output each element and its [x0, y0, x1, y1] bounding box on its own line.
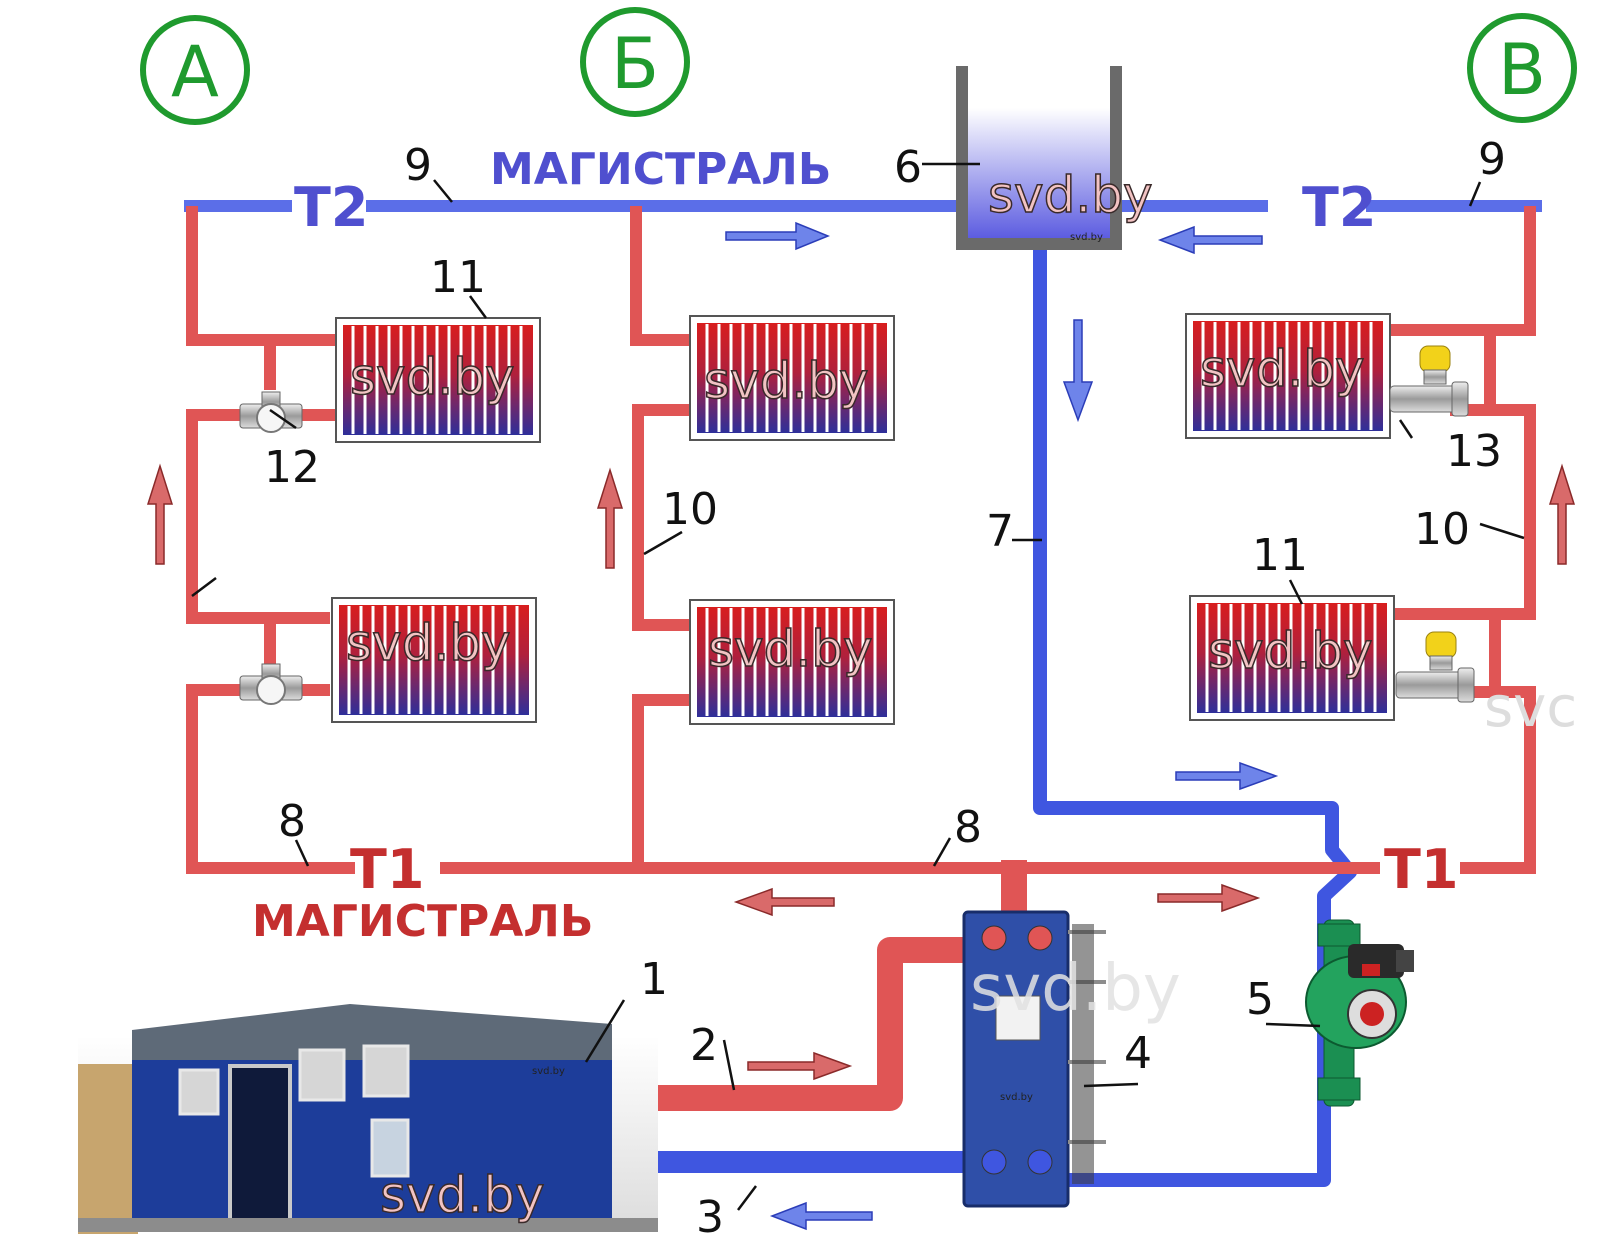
building-watermark: svd.by: [380, 1166, 545, 1224]
thermostatic-valve-icon: [1389, 345, 1469, 417]
branch-v-bottom: [1460, 686, 1536, 874]
return-main-label: МАГИСТРАЛЬ: [490, 144, 831, 195]
branch-b-bottom: [632, 694, 690, 868]
zone-label-v: В: [1498, 29, 1546, 111]
zone-marker-a: А: [140, 15, 250, 125]
callout-9-right: 9: [1478, 134, 1506, 185]
zone-label-b: Б: [611, 23, 659, 105]
callout-11-top: 11: [430, 252, 486, 303]
radiator: svd.by: [335, 317, 541, 443]
building-watermark-small: svd.by: [532, 1066, 565, 1077]
heating-substation-building: svd.by svd.by: [78, 1004, 658, 1234]
arrow-right-icon: [725, 221, 830, 251]
callout-8-center: 8: [954, 802, 982, 853]
callout-7: 7: [986, 506, 1014, 557]
arrow-right-icon: [1175, 761, 1279, 791]
zone-marker-v: В: [1467, 13, 1577, 123]
plate-heat-exchanger-icon: svd.by: [962, 910, 1106, 1208]
radiator: svd.by: [331, 597, 537, 723]
arrow-right-icon: [747, 1051, 853, 1081]
branch-b-top: [630, 206, 690, 346]
callout-8-left: 8: [278, 796, 306, 847]
radiator: svd.by: [689, 315, 895, 441]
callout-2: 2: [690, 1020, 718, 1071]
callout-5: 5: [1246, 974, 1274, 1025]
arrow-up-icon: [1548, 463, 1576, 565]
callout-13: 13: [1446, 426, 1502, 477]
radiator-watermark: svd.by: [1208, 622, 1373, 680]
radiator: svd.by: [689, 599, 895, 725]
exchanger-watermark-small: svd.by: [1000, 1092, 1033, 1103]
radiator-watermark: svd.by: [346, 614, 511, 672]
branch-v-mid: [1392, 404, 1536, 620]
exchanger-watermark-faded: svd.by: [970, 952, 1181, 1026]
callout-10-right: 10: [1414, 504, 1470, 555]
arrow-left-icon: [733, 887, 835, 917]
t1-label-right: T1: [1384, 838, 1458, 901]
branch-v-top: [1390, 206, 1536, 336]
callout-9-left: 9: [404, 140, 432, 191]
branch-a-top: [186, 206, 336, 346]
t2-label-left: T2: [294, 176, 368, 239]
edge-watermark-faded: svc: [1484, 675, 1577, 740]
radiator-watermark: svd.by: [708, 620, 873, 678]
t1-label-left: T1: [350, 838, 424, 901]
arrow-left-icon: [1157, 225, 1263, 255]
radiator-watermark: svd.by: [1200, 340, 1365, 398]
t2-label-right: T2: [1302, 176, 1376, 239]
callout-12: 12: [264, 442, 320, 493]
thermostatic-valve-icon: [1395, 631, 1475, 703]
callout-4: 4: [1124, 1028, 1152, 1079]
zone-marker-b: Б: [580, 7, 690, 117]
supply-pipes: [186, 206, 1536, 874]
radiator-watermark: svd.by: [704, 352, 869, 410]
tank-watermark-small: svd.by: [1070, 232, 1103, 243]
three-way-valve-icon: [239, 663, 303, 705]
callout-3: 3: [696, 1192, 724, 1243]
branch-a-bottom: [186, 684, 355, 874]
callout-6: 6: [894, 142, 922, 193]
arrow-right-icon: [1157, 883, 1261, 913]
flow-arrows-supply: [146, 463, 1576, 1081]
callout-1: 1: [640, 954, 668, 1005]
callout-lines: [191, 162, 1525, 1211]
radiator: svd.by: [1185, 313, 1391, 439]
branch-b-mid: [632, 404, 690, 631]
flow-arrows: [725, 221, 1279, 1231]
circulation-pump-icon: [1305, 919, 1414, 1107]
callout-11-right: 11: [1252, 530, 1308, 581]
zone-label-a: А: [171, 31, 219, 113]
supply-main-label: МАГИСТРАЛЬ: [252, 896, 593, 947]
arrow-up-icon: [596, 467, 624, 569]
callout-10-left: 10: [662, 484, 718, 535]
tank-watermark: svd.by: [988, 166, 1153, 224]
expansion-tank: svd.by svd.by: [956, 66, 1153, 250]
radiator-watermark: svd.by: [350, 348, 515, 406]
arrow-down-icon: [1062, 319, 1094, 423]
arrow-up-icon: [146, 463, 174, 565]
radiator: svd.by: [1189, 595, 1395, 721]
arrow-left-icon: [769, 1201, 873, 1231]
